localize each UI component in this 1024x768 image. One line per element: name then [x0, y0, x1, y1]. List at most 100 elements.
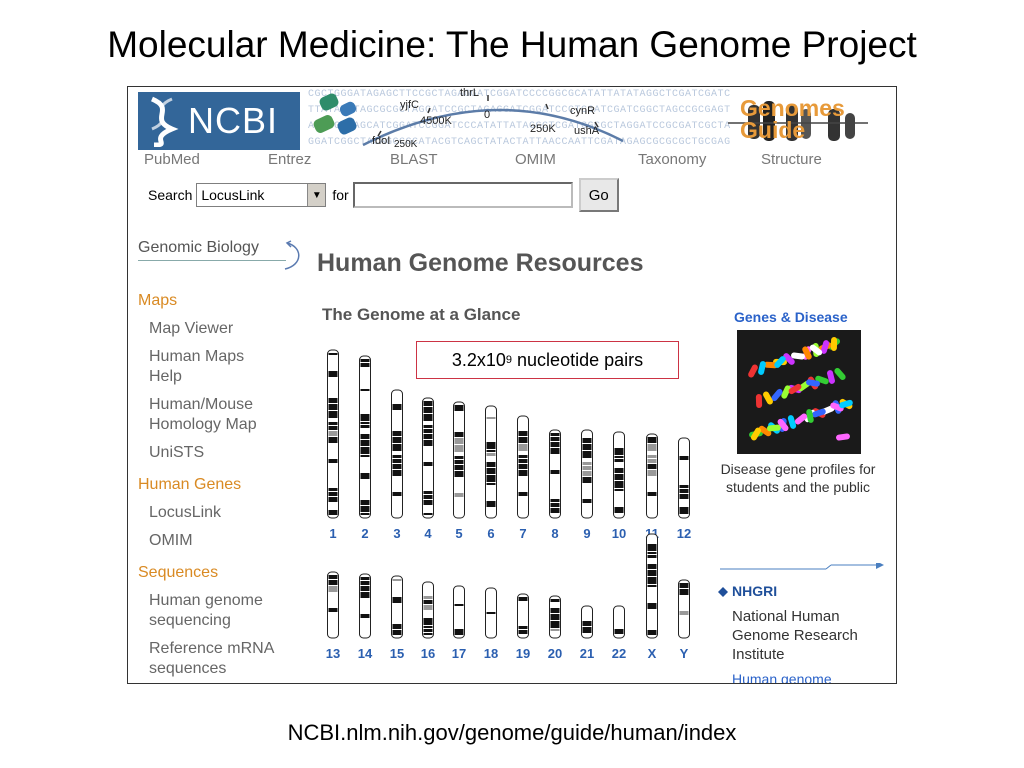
- chromosome-9[interactable]: 9: [581, 429, 593, 541]
- chromosome-label: 15: [390, 646, 404, 661]
- ncbi-logo[interactable]: NCBI: [138, 92, 300, 150]
- slide-caption: NCBI.nlm.nih.gov/genome/guide/human/inde…: [287, 720, 737, 745]
- search-label: Search: [148, 187, 193, 203]
- chromosome-5[interactable]: 5: [453, 401, 465, 541]
- nhgri-link[interactable]: NHGRI: [732, 583, 778, 599]
- slide-title: Molecular Medicine: The Human Genome Pro…: [107, 24, 917, 65]
- sidebar-heading-human-genes: Human Genes: [138, 476, 242, 493]
- spread-chromosome: [809, 344, 823, 356]
- sidebar-item-reference-mrna[interactable]: Reference mRNA sequences: [149, 640, 274, 677]
- diamond-bullet-icon: [718, 587, 728, 597]
- sidebar-heading-maps: Maps: [138, 292, 178, 309]
- ncbi-screenshot: NCBI CGCTGGGATAGAGCTTCCGCTAGAGGATCGGATCC…: [127, 86, 897, 684]
- nav-blast[interactable]: BLAST: [390, 151, 438, 168]
- sidebar-heading-sequences: Sequences: [138, 564, 219, 581]
- chromosome-label: 6: [487, 526, 494, 541]
- chromosome-label: X: [648, 646, 657, 661]
- chromosome-21[interactable]: 21: [580, 605, 594, 661]
- gene-label: fdoI: [372, 135, 391, 147]
- sequence-line: ATCGGCTAGCATCGGATCCGGATCCCATATTATAGGCTCG…: [308, 121, 731, 132]
- genes-disease-link[interactable]: Genes & Disease: [734, 309, 848, 325]
- chromosome-spread-graphic: [748, 337, 853, 441]
- chromosome-20[interactable]: 20: [548, 595, 562, 661]
- spread-chromosome: [836, 433, 850, 441]
- gene-label: ushA: [574, 125, 600, 137]
- chromosome-6[interactable]: 6: [485, 405, 497, 541]
- human-genome-link[interactable]: Human genome: [732, 671, 832, 684]
- chromosome-label: 5: [455, 526, 462, 541]
- nav-pubmed[interactable]: PubMed: [144, 151, 200, 168]
- spread-chromosome: [758, 361, 766, 375]
- genomes-guide-logo[interactable]: Genomes Guide: [740, 95, 845, 143]
- nav-entrez[interactable]: Entrez: [268, 151, 312, 168]
- sequence-line: GGATCGGCTACAGCCGCATACGTCAGCTATACTATTAACC…: [308, 137, 731, 148]
- spread-chromosome: [771, 388, 783, 402]
- sidebar-item-genome-sequencing[interactable]: Human genome sequencing: [149, 592, 263, 629]
- spread-chromosome: [763, 391, 773, 405]
- search-bar: Search LocusLink ▼ for Go: [148, 178, 619, 212]
- nav-taxonomy[interactable]: Taxonomy: [638, 151, 707, 168]
- chromosome-12[interactable]: 12: [677, 437, 691, 541]
- chromosome-4[interactable]: 4: [422, 397, 434, 541]
- nhgri-divider: [720, 563, 884, 570]
- chromosome-16[interactable]: 16: [421, 581, 435, 661]
- chromosome-label: 22: [612, 646, 626, 661]
- chromosome-19[interactable]: 19: [516, 593, 530, 661]
- spread-chromosome: [750, 427, 762, 441]
- chromosome-label: 21: [580, 646, 594, 661]
- for-label: for: [332, 187, 349, 203]
- spread-chromosome: [806, 409, 814, 423]
- chromosome-7[interactable]: 7: [517, 415, 529, 541]
- spread-chromosome: [830, 402, 844, 412]
- sidebar-item-human-maps-help[interactable]: Human Maps Help: [149, 348, 245, 385]
- chromosome-label: 10: [612, 526, 626, 541]
- karyotype-graphic[interactable]: 12345678910111213141516171819202122XY: [313, 342, 713, 684]
- chromosome-label: 14: [358, 646, 373, 661]
- chromosome-1[interactable]: 1: [327, 349, 339, 541]
- spread-chromosome: [815, 375, 829, 385]
- chromosome-15[interactable]: 15: [390, 575, 404, 661]
- sidebar-item-map-viewer[interactable]: Map Viewer: [149, 320, 234, 337]
- main-title: Human Genome Resources: [317, 249, 644, 277]
- sidebar-item-homology-map[interactable]: Human/Mouse Homology Map: [149, 396, 257, 433]
- spread-chromosome: [787, 415, 797, 429]
- chromosome-22[interactable]: 22: [612, 605, 626, 661]
- chromosome-label: 8: [551, 526, 558, 541]
- gene-label: 4500K: [420, 115, 452, 127]
- chromosome-10[interactable]: 10: [612, 431, 626, 541]
- chromosome-banner-icon: [728, 101, 868, 141]
- chromosome-14[interactable]: 14: [358, 573, 373, 661]
- go-button[interactable]: Go: [578, 178, 619, 212]
- gene-label: 250K: [394, 139, 418, 150]
- spread-chromosome: [777, 418, 789, 432]
- spread-chromosome: [806, 379, 820, 387]
- database-select[interactable]: LocusLink ▼: [196, 183, 327, 207]
- sidebar-item-locuslink[interactable]: LocusLink: [149, 504, 222, 521]
- chromosome-8[interactable]: 8: [549, 429, 561, 541]
- chromosome-13[interactable]: 13: [326, 571, 340, 661]
- chromosome-17[interactable]: 17: [452, 585, 466, 661]
- sidebar-genomic-biology[interactable]: Genomic Biology: [138, 239, 259, 256]
- chromosome-label: 20: [548, 646, 562, 661]
- chromosome-label: 12: [677, 526, 691, 541]
- chromosome-11[interactable]: 11: [645, 433, 659, 541]
- spread-chromosome: [755, 394, 763, 408]
- nav-structure[interactable]: Structure: [761, 151, 822, 168]
- search-input[interactable]: [352, 182, 573, 208]
- chromosome-18[interactable]: 18: [484, 587, 498, 661]
- genomes-guide-line2: Guide: [740, 117, 806, 143]
- chromosome-label: 18: [484, 646, 498, 661]
- genomes-guide-line1: Genomes: [740, 95, 845, 121]
- spread-chromosome: [802, 346, 812, 360]
- sidebar-item-omim[interactable]: OMIM: [149, 532, 193, 549]
- sidebar-item-unists[interactable]: UniSTS: [149, 444, 205, 461]
- chromosome-2[interactable]: 2: [359, 355, 371, 541]
- chromosome-spread-image[interactable]: [737, 330, 861, 454]
- chevron-down-icon[interactable]: ▼: [307, 184, 326, 206]
- chromosome-3[interactable]: 3: [391, 389, 403, 541]
- spread-chromosome: [820, 340, 830, 354]
- chromosome-X[interactable]: X: [646, 533, 658, 661]
- chromosome-Y[interactable]: Y: [678, 579, 690, 661]
- nav-omim[interactable]: OMIM: [515, 151, 556, 168]
